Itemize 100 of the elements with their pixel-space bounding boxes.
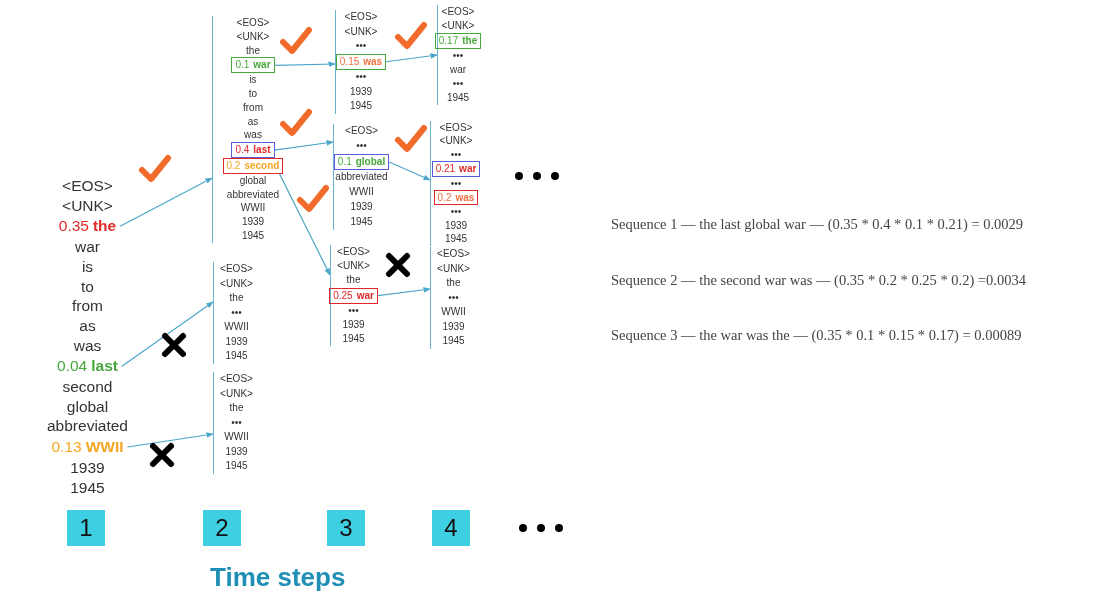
vocabulary-word: 1939 <box>442 319 465 334</box>
vocabulary-word: ••• <box>231 415 242 430</box>
vocabulary-word: 1945 <box>225 349 248 363</box>
vocabulary-word: <EOS> <box>437 247 470 261</box>
token-word: last <box>253 143 271 157</box>
vocabulary-word: the <box>346 273 361 288</box>
vocabulary-column <box>430 121 481 246</box>
vocabulary-word: WWII <box>240 201 266 216</box>
vocabulary-word: to <box>81 276 94 297</box>
time-step-box: 3 <box>327 510 365 546</box>
probability: 0.35 <box>58 216 89 237</box>
vocabulary-word: second <box>62 377 113 397</box>
token-word: global <box>355 154 386 169</box>
vocabulary-word: abbreviated <box>47 416 128 437</box>
token-word: was <box>455 191 475 205</box>
vocabulary-word: 1945 <box>225 459 248 473</box>
probability: 0.21 <box>435 162 456 176</box>
token-word: last <box>91 356 118 377</box>
time-step-box: 4 <box>432 510 470 546</box>
vocabulary-word: 1945 <box>444 232 468 246</box>
vocabulary-word: abbreviated <box>226 187 280 202</box>
vocabulary-word: <EOS> <box>220 372 253 386</box>
vocabulary-word: the <box>229 401 244 415</box>
arrow <box>121 301 214 367</box>
vocabulary-word: ••• <box>348 303 359 318</box>
highlighted-token-box <box>222 157 284 174</box>
token-word: WWII <box>85 437 124 457</box>
probability: 0.13 <box>51 437 82 457</box>
vocabulary-word: <EOS> <box>337 245 370 259</box>
vocabulary-column <box>330 245 376 347</box>
vocabulary-word: as <box>247 114 259 129</box>
probability: 0.04 <box>57 356 88 377</box>
sequence-score-text: Sequence 3 — the war was the — (0.35 * 0.1 * 0.15 * 0.17) = 0.00089 <box>611 327 1022 344</box>
arrow <box>278 173 331 276</box>
vocabulary-word: 1939 <box>444 218 468 233</box>
axis-title: Time steps <box>210 562 346 593</box>
token-word: was <box>363 54 383 69</box>
arrow <box>273 140 334 151</box>
probability: 0.15 <box>339 54 360 69</box>
vocabulary-word: <EOS> <box>236 16 270 30</box>
vocabulary-word: 1945 <box>342 332 365 347</box>
vocabulary-word: was <box>73 335 102 356</box>
time-step-box: 1 <box>67 510 105 546</box>
vocabulary-word: ••• <box>355 39 367 53</box>
arrow <box>273 61 336 67</box>
vocabulary-word: 1945 <box>349 99 373 113</box>
probability: 0.2 <box>226 158 241 173</box>
vocabulary-word: war <box>75 237 100 257</box>
vocabulary-word: was <box>244 128 262 143</box>
vocabulary-word: WWII <box>349 185 374 200</box>
vocabulary-word: WWII <box>224 430 249 444</box>
vocabulary-word: <EOS> <box>62 176 113 196</box>
vocabulary-word: from <box>72 296 103 316</box>
highlighted-token-box <box>434 33 482 49</box>
vocabulary-word: <UNK> <box>62 195 113 216</box>
probability: 0.2 <box>437 191 452 205</box>
vocabulary-word: <UNK> <box>344 24 378 39</box>
vocabulary-word: ••• <box>448 290 459 305</box>
vocabulary-word: WWII <box>441 305 466 319</box>
vocabulary-word: ••• <box>452 49 464 63</box>
vocabulary-word: ••• <box>452 77 464 91</box>
vocabulary-word: from <box>243 100 263 115</box>
vocabulary-word: <UNK> <box>337 259 370 274</box>
highlighted-token-box <box>231 57 275 74</box>
highlighted-token-box <box>231 142 275 158</box>
vocabulary-word: WWII <box>224 320 249 334</box>
vocabulary-word: 1945 <box>446 91 470 105</box>
vocabulary-word: 1945 <box>70 477 105 498</box>
vocabulary-word: global <box>66 396 109 417</box>
vocabulary-word: 1939 <box>70 457 105 478</box>
vocabulary-word: to <box>248 87 258 101</box>
vocabulary-word: ••• <box>450 176 462 191</box>
arrow <box>126 432 214 448</box>
probability: 0.17 <box>438 34 459 48</box>
probability: 0.1 <box>235 58 250 73</box>
time-step-box: 2 <box>203 510 241 546</box>
highlighted-token-box <box>333 153 390 171</box>
vocabulary-column <box>335 10 386 114</box>
highlighted-token-box <box>335 53 387 70</box>
vocabulary-word: <EOS> <box>439 121 473 135</box>
vocabulary-column <box>437 5 478 105</box>
vocabulary-word: ••• <box>355 70 367 84</box>
token-word: the <box>92 216 117 237</box>
vocabulary-word: war <box>449 63 467 77</box>
vocabulary-word: as <box>79 315 96 336</box>
token-word: the <box>462 34 478 48</box>
arrow <box>377 286 431 297</box>
vocabulary-word: 1939 <box>350 200 373 214</box>
vocabulary-word: ••• <box>450 147 462 162</box>
sequence-score-text: Sequence 2 — the second war was — (0.35 * 0.2 * 0.25 * 0.2) =0.0034 <box>611 272 1026 289</box>
vocabulary-word: ••• <box>356 138 367 153</box>
vocabulary-word: 1939 <box>225 444 248 459</box>
vocabulary-word: the <box>229 291 244 305</box>
probability: 0.4 <box>235 143 250 157</box>
vocabulary-word: <EOS> <box>441 5 475 19</box>
vocabulary-word: 1939 <box>241 215 265 229</box>
vocabulary-word: 1939 <box>342 318 365 332</box>
vocabulary-word: <UNK> <box>437 261 470 276</box>
highlighted-token-box <box>431 161 481 177</box>
vocabulary-word: <UNK> <box>439 134 473 148</box>
